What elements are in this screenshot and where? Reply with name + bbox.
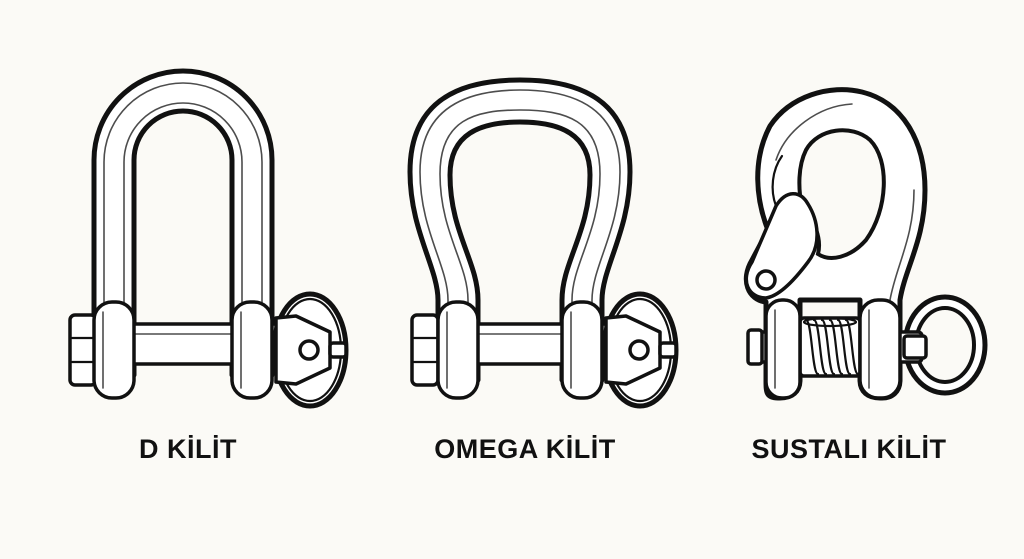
spring-shackle-coil-spring bbox=[798, 316, 862, 378]
d-shackle-left-ear bbox=[92, 300, 136, 400]
spring-shackle-left-ear bbox=[764, 298, 802, 400]
spring-shackle-drawing bbox=[743, 87, 988, 401]
d-shackle-drawing bbox=[68, 68, 349, 409]
spring-shackle-latch-pivot bbox=[755, 269, 777, 291]
omega-shackle-left-ear bbox=[436, 300, 480, 400]
d-shackle-hex-head bbox=[68, 313, 98, 387]
spring-shackle-label: SUSTALI KİLİT bbox=[751, 434, 947, 464]
omega-shackle-label: OMEGA KİLİT bbox=[434, 434, 616, 464]
omega-shackle-hex-head bbox=[410, 313, 440, 387]
spring-shackle-right-ear bbox=[858, 298, 902, 400]
d-shackle-right-ear bbox=[230, 300, 274, 400]
omega-shackle-drawing bbox=[407, 77, 679, 409]
omega-shackle-right-ear bbox=[560, 300, 604, 400]
d-shackle-label: D KİLİT bbox=[139, 434, 237, 464]
